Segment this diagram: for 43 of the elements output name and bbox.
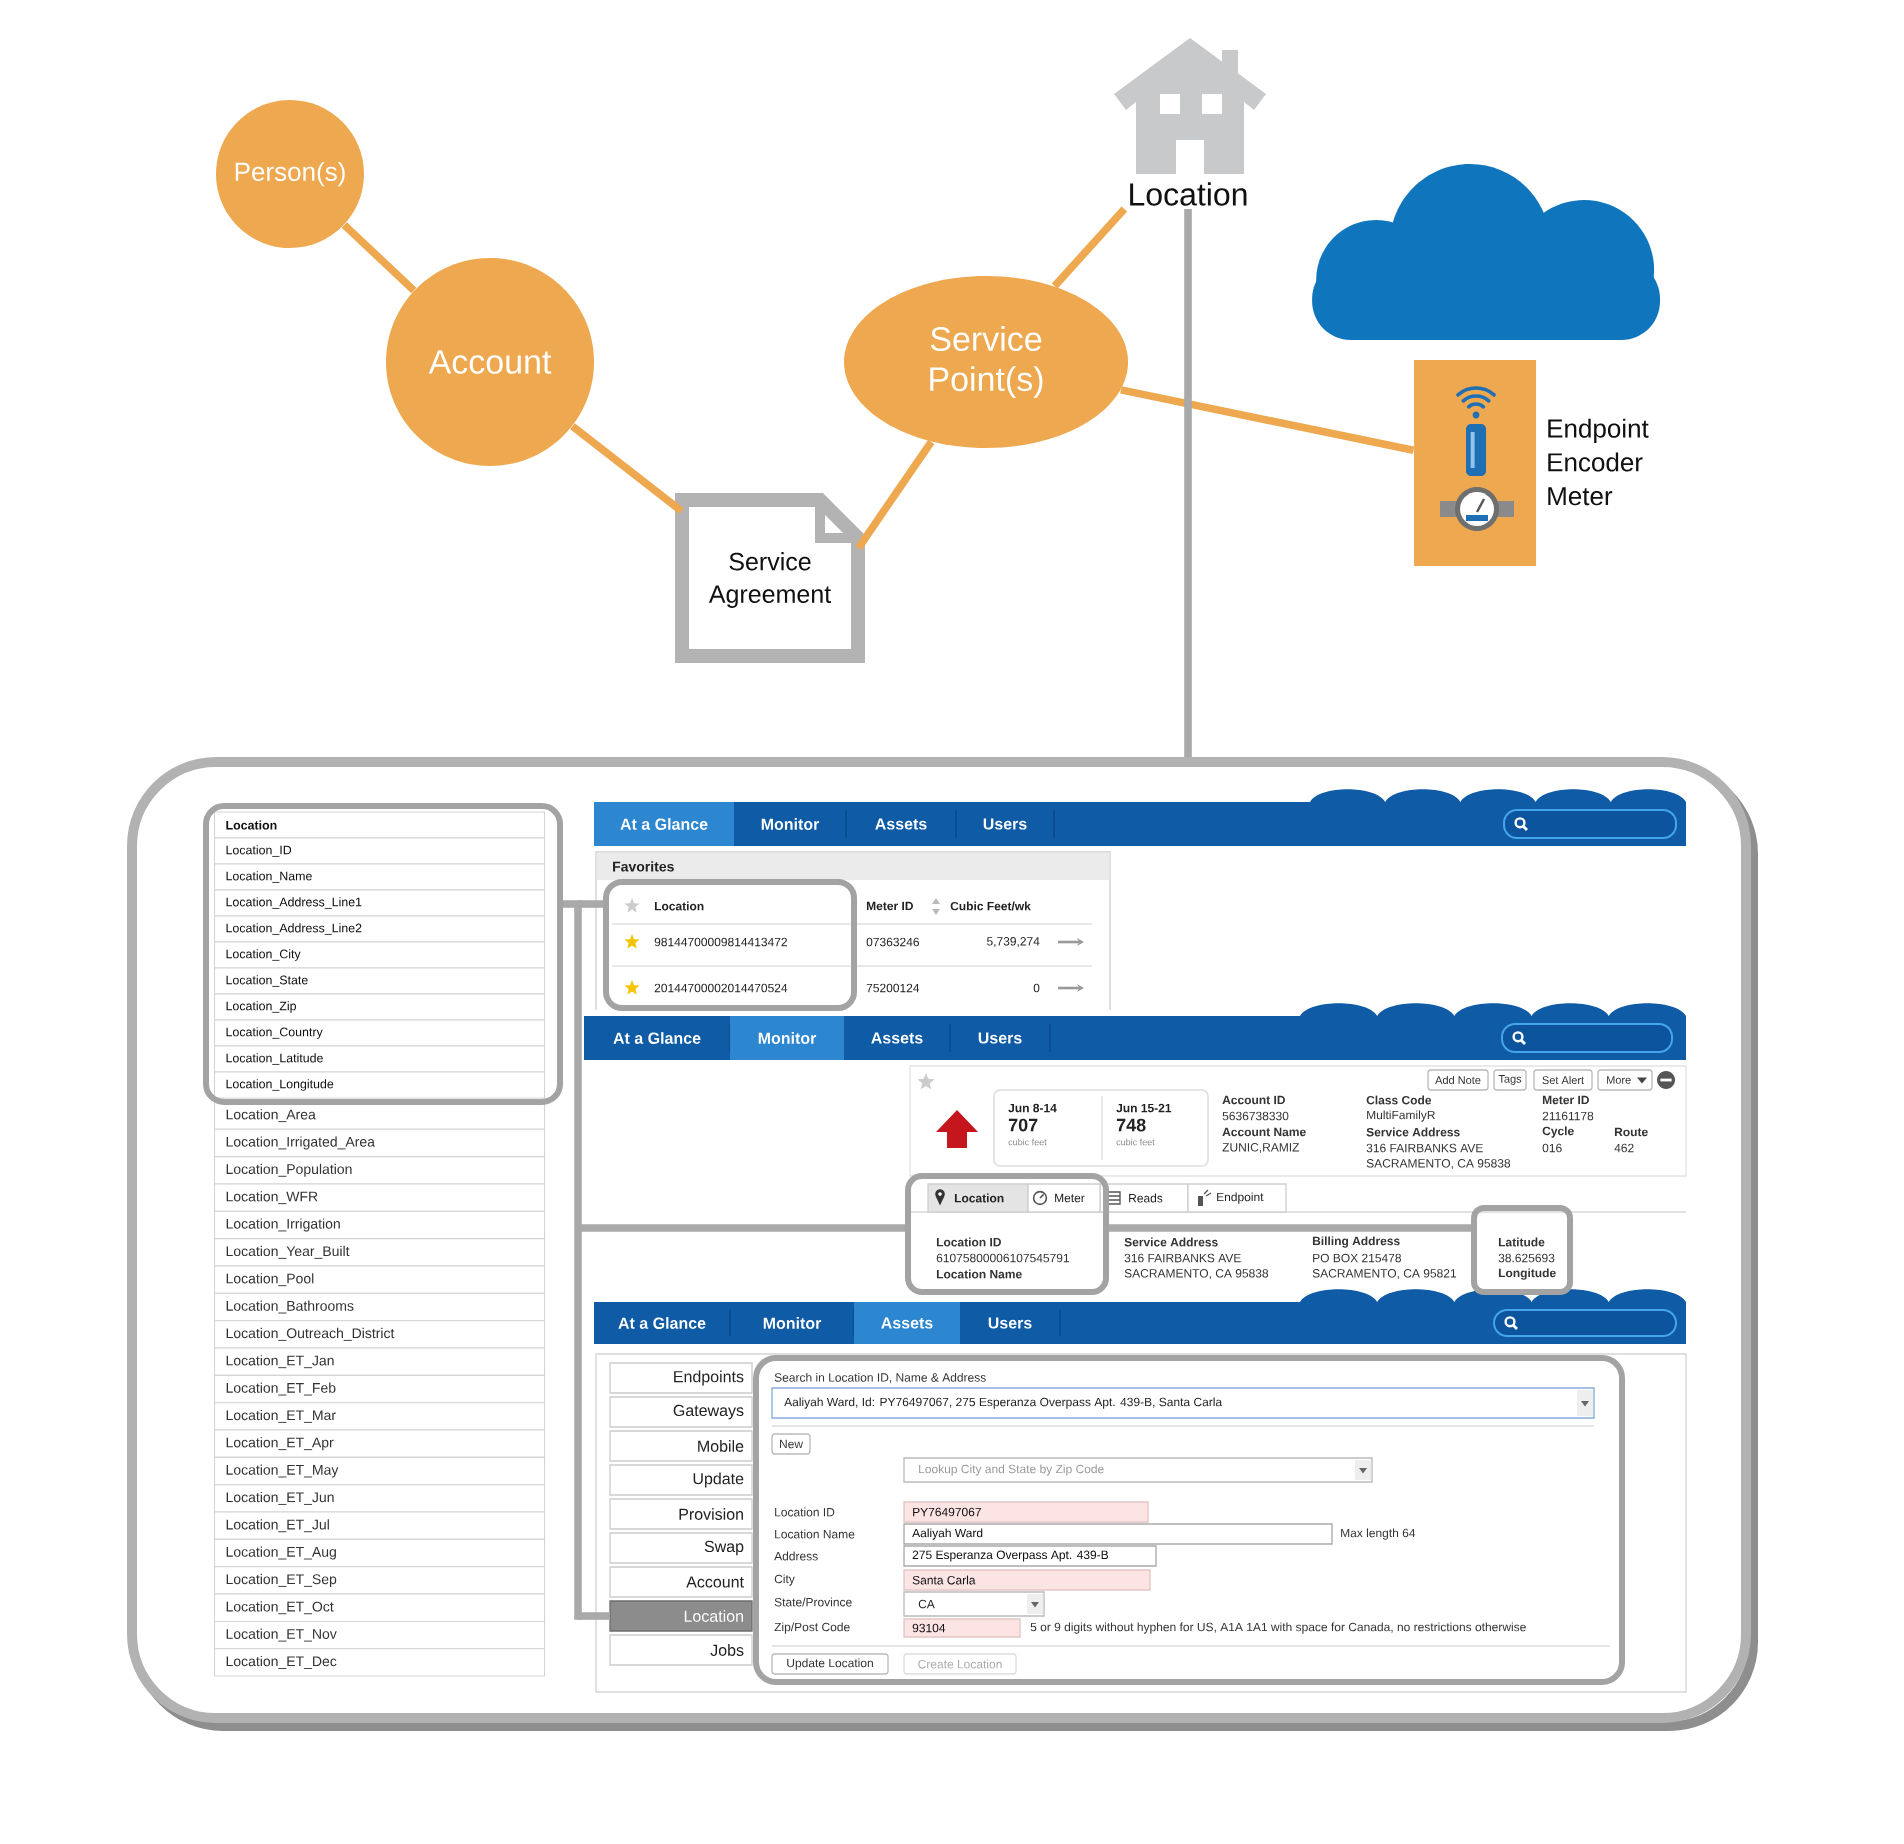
tab: Monitor — [730, 1016, 844, 1060]
stat-value: 748 — [1116, 1118, 1146, 1132]
node-label: Endpoint Encoder Meter — [1548, 418, 1649, 506]
menu-button: Location — [609, 1600, 753, 1632]
menu-button: Account — [609, 1566, 753, 1598]
tab: At a Glance — [594, 802, 734, 846]
tab: Monitor — [761, 809, 847, 839]
tab: Users — [983, 809, 1055, 839]
menu-button: Update — [609, 1464, 753, 1496]
menu-button: Gateways — [609, 1396, 753, 1428]
tab: Users — [988, 1309, 1061, 1337]
stat-value: 707 — [1008, 1118, 1038, 1132]
tab: Assets — [871, 1023, 951, 1053]
connector — [341, 222, 417, 294]
tab: At a Glance — [613, 1023, 731, 1053]
connector — [578, 1612, 610, 1620]
connector — [1109, 1224, 1471, 1232]
menu-button: Provision — [609, 1498, 753, 1530]
connector — [1051, 206, 1128, 289]
document-node: Service Agreement — [675, 493, 865, 663]
connector — [855, 439, 935, 550]
tab: Monitor — [763, 1309, 855, 1337]
connector — [1184, 208, 1192, 757]
connector — [570, 423, 684, 515]
cloud-shape — [1312, 164, 1660, 340]
circle-node: Account — [386, 258, 594, 466]
tab: Assets — [854, 1302, 960, 1344]
circle-node: Person(s) — [216, 100, 364, 248]
tab: Users — [978, 1023, 1051, 1053]
connector — [1120, 386, 1415, 455]
connector — [563, 900, 582, 908]
menu-button: Swap — [609, 1532, 753, 1564]
node-label: Location — [1130, 182, 1247, 206]
connector — [574, 904, 582, 1228]
menu-button: Jobs — [609, 1634, 753, 1666]
connector — [578, 1224, 905, 1232]
menu-button: Mobile — [609, 1430, 753, 1462]
menu-button: Endpoints — [609, 1362, 753, 1394]
tab: At a Glance — [618, 1309, 731, 1337]
tab: Assets — [875, 809, 957, 839]
connector — [578, 900, 603, 908]
ellipse-node: Service Point(s) — [844, 276, 1128, 448]
connector — [574, 1228, 582, 1620]
